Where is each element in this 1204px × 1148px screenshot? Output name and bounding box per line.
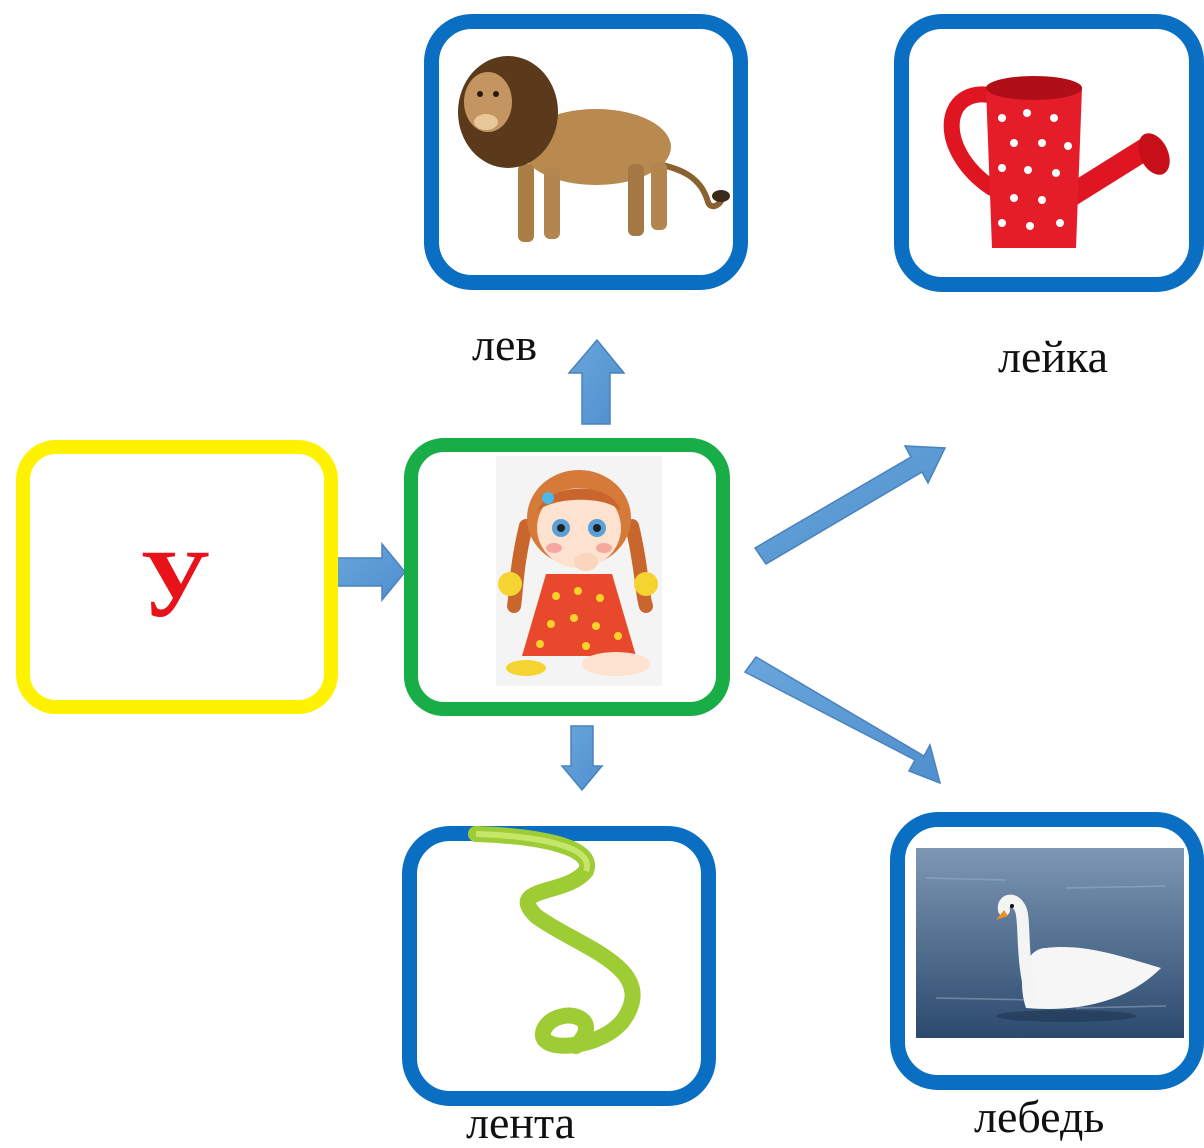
letter-card	[16, 440, 338, 714]
lion-picture	[458, 56, 730, 242]
watering-can-picture	[943, 76, 1170, 248]
ribbon-label: лента	[466, 1097, 576, 1148]
arrow-to-swan	[743, 656, 942, 785]
sound-letter: У	[140, 530, 211, 637]
arrow-to-watering-can	[753, 445, 947, 566]
arrow-to-ribbon	[560, 725, 604, 792]
ribbon-card	[402, 826, 716, 1106]
ribbon-picture	[468, 826, 641, 1054]
swan-picture	[916, 848, 1184, 1038]
arrow-letter-to-center	[333, 541, 406, 603]
swan-label: лебедь	[974, 1091, 1105, 1142]
watering-can-label: лейка	[998, 331, 1109, 382]
girl-picture	[496, 456, 662, 686]
arrow-to-lion	[567, 338, 626, 425]
lion-label: лев	[472, 319, 538, 370]
